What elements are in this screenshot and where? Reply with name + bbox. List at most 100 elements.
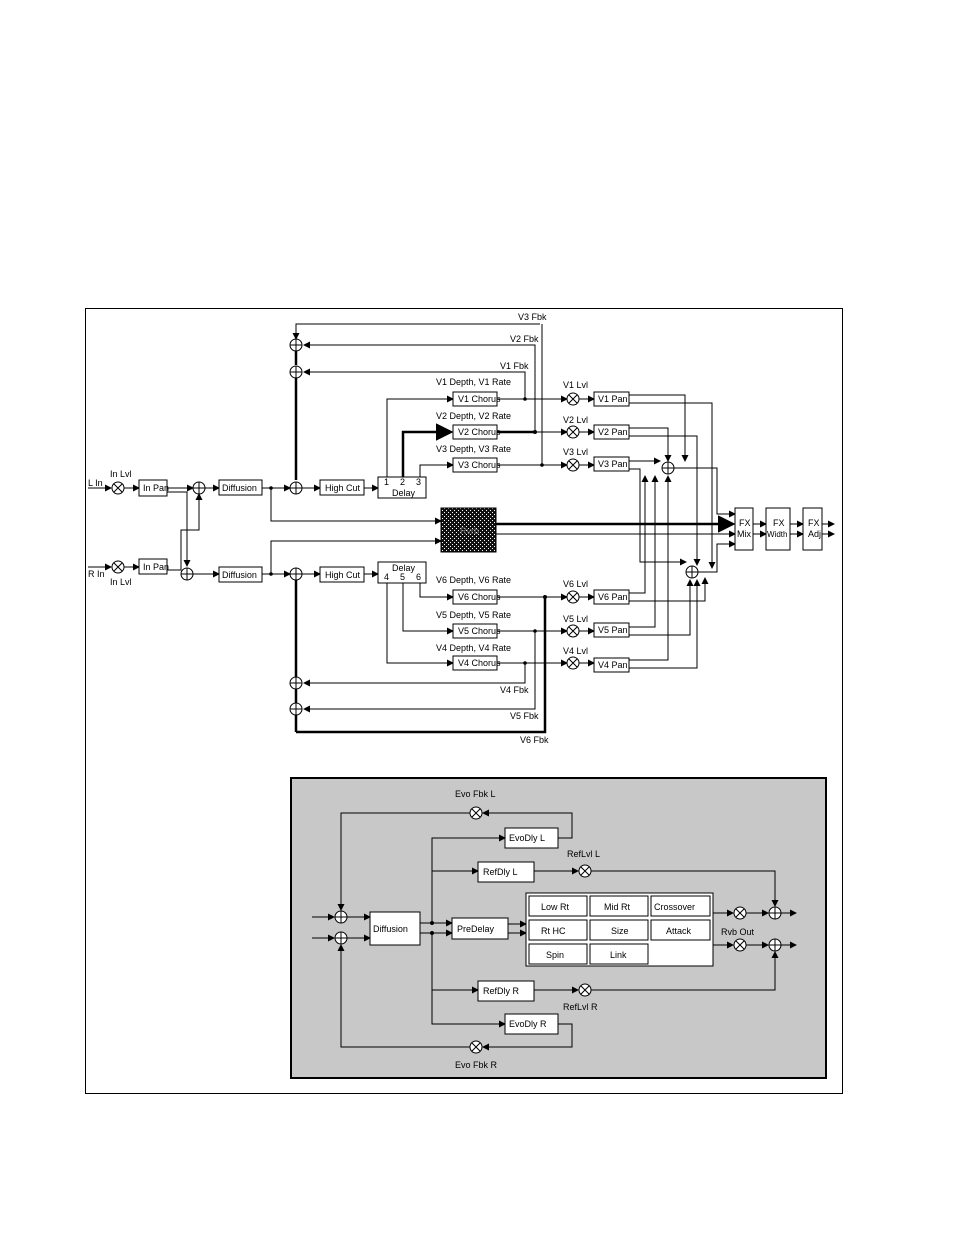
predelay-block	[451, 917, 509, 940]
reverb-input-sum-r	[334, 931, 348, 945]
in-lvl-r-multiplier	[111, 560, 125, 574]
reverb-block	[440, 507, 497, 553]
evo-fbk-r-multiplier	[469, 1040, 483, 1054]
param-link: Link	[589, 943, 649, 965]
fx-mix-label-1: FX	[739, 518, 751, 528]
v6-pan-label: V6 Pan	[598, 592, 628, 602]
evo-dly-r-label: EvoDly R	[509, 1019, 547, 1029]
tap-5: 5	[400, 572, 405, 582]
param-attack: Attack	[650, 919, 711, 941]
v3-fbk-label: V3 Fbk	[518, 312, 547, 322]
delay-l-label: Delay	[392, 488, 416, 498]
voice-v2: V2 Depth, V2 Rate V2 Chorus V2 Lvl V2 Pa…	[436, 411, 630, 440]
v3-lvl-multiplier	[566, 458, 580, 472]
size-label: Size	[611, 926, 629, 936]
ref-lvl-r-label: RefLvl R	[563, 1002, 598, 1012]
delay-r-label: Delay	[392, 563, 416, 573]
fx-adj-label-2: Adj	[808, 529, 821, 539]
in-lvl-l-label: In Lvl	[110, 469, 132, 479]
crossover-label: Crossover	[654, 902, 695, 912]
r-in-label: R In	[88, 569, 105, 579]
diffusion-r-label: Diffusion	[222, 570, 257, 580]
v6-lvl-label: V6 Lvl	[563, 579, 588, 589]
tap-1: 1	[384, 477, 389, 487]
in-pan-l-label: In Pan	[143, 483, 169, 493]
v2-chorus-label: V2 Chorus	[458, 427, 501, 437]
fx-mix-block	[734, 507, 754, 551]
ref-dly-l-label: RefDly L	[483, 867, 518, 877]
spin-label: Spin	[546, 950, 564, 960]
right-voice-summer	[685, 565, 699, 579]
v1-params: V1 Depth, V1 Rate	[436, 377, 511, 387]
left-voice-summer	[661, 461, 675, 475]
v4-pan-block	[593, 657, 630, 673]
feedback-sum-v5	[289, 702, 303, 716]
voice-v5: V5 Depth, V5 Rate V5 Chorus V5 Lvl V5 Pa…	[436, 610, 630, 639]
v3-pan-label: V3 Pan	[598, 459, 628, 469]
v4-chorus-label: V4 Chorus	[458, 658, 501, 668]
ref-dly-r-block	[477, 980, 535, 1002]
outer-frame	[85, 308, 843, 1094]
v3-params: V3 Depth, V3 Rate	[436, 444, 511, 454]
v2-pan-label: V2 Pan	[598, 427, 628, 437]
fx-width-label-2: Width	[767, 530, 787, 539]
v5-pan-label: V5 Pan	[598, 625, 628, 635]
evo-fbk-l-label: Evo Fbk L	[455, 789, 496, 799]
v6-params: V6 Depth, V6 Rate	[436, 575, 511, 585]
v6-lvl-multiplier	[566, 590, 580, 604]
predelay-label: PreDelay	[457, 924, 495, 934]
feedback-sum-v1	[289, 365, 303, 379]
high-cut-r-label: High Cut	[325, 570, 361, 580]
fx-adj-block	[802, 507, 823, 551]
v3-lvl-label: V3 Lvl	[563, 447, 588, 457]
reverb-detail-panel: Evo Fbk L EvoDly L RefDly L RefLvl L Dif…	[290, 777, 827, 1079]
voice-v4: V4 Depth, V4 Rate V4 Chorus V4 Lvl V4 Pa…	[436, 643, 630, 673]
v2-params: V2 Depth, V2 Rate	[436, 411, 511, 421]
reverb-diffusion-block	[369, 911, 421, 946]
feedback-sum-v4	[289, 676, 303, 690]
v1-lvl-label: V1 Lvl	[563, 380, 588, 390]
low-rt-label: Low Rt	[541, 902, 570, 912]
v4-fbk-label: V4 Fbk	[500, 685, 529, 695]
ref-lvl-l-multiplier	[578, 864, 592, 878]
rvb-out-label: Rvb Out	[721, 927, 755, 937]
v4-lvl-label: V4 Lvl	[563, 646, 588, 656]
voice-v1: V1 Depth, V1 Rate V1 Chorus V1 Lvl V1 Pa…	[436, 377, 630, 407]
param-rt-hc: Rt HC	[528, 919, 588, 941]
fx-width-block	[765, 507, 791, 551]
v1-pan-label: V1 Pan	[598, 394, 628, 404]
reverb-out-sum-r	[768, 938, 782, 952]
tap-6: 6	[416, 572, 421, 582]
v2-lvl-label: V2 Lvl	[563, 415, 588, 425]
fx-mix-label-2: Mix	[737, 529, 751, 539]
evo-dly-l-block	[504, 827, 559, 849]
v4-pan-label: V4 Pan	[598, 660, 628, 670]
v5-params: V5 Depth, V5 Rate	[436, 610, 511, 620]
param-crossover: Crossover	[650, 895, 711, 917]
v5-pan-block	[593, 622, 630, 638]
tap-4: 4	[384, 572, 389, 582]
reverb-out-sum-l	[768, 906, 782, 920]
v6-pan-block	[593, 589, 630, 605]
link-label: Link	[610, 950, 627, 960]
in-lvl-r-label: In Lvl	[110, 577, 132, 587]
rvb-out-l-multiplier	[733, 906, 747, 920]
v1-pan-block	[593, 391, 630, 407]
v3-chorus-label: V3 Chorus	[458, 460, 501, 470]
v6-fbk-label: V6 Fbk	[520, 735, 549, 745]
ref-lvl-l-label: RefLvl L	[567, 849, 600, 859]
main-sum-l	[289, 481, 303, 495]
in-lvl-l-multiplier	[111, 481, 125, 495]
v2-fbk-label: V2 Fbk	[510, 334, 539, 344]
param-spin: Spin	[528, 943, 588, 965]
v1-fbk-label: V1 Fbk	[500, 361, 529, 371]
v5-chorus-label: V5 Chorus	[458, 626, 501, 636]
tap-2: 2	[400, 477, 405, 487]
evo-fbk-l-multiplier	[469, 806, 483, 820]
tap-3: 3	[416, 477, 421, 487]
v4-lvl-multiplier	[566, 656, 580, 670]
high-cut-l-label: High Cut	[325, 483, 361, 493]
v5-fbk-label: V5 Fbk	[510, 711, 539, 721]
v1-chorus-label: V1 Chorus	[458, 394, 501, 404]
